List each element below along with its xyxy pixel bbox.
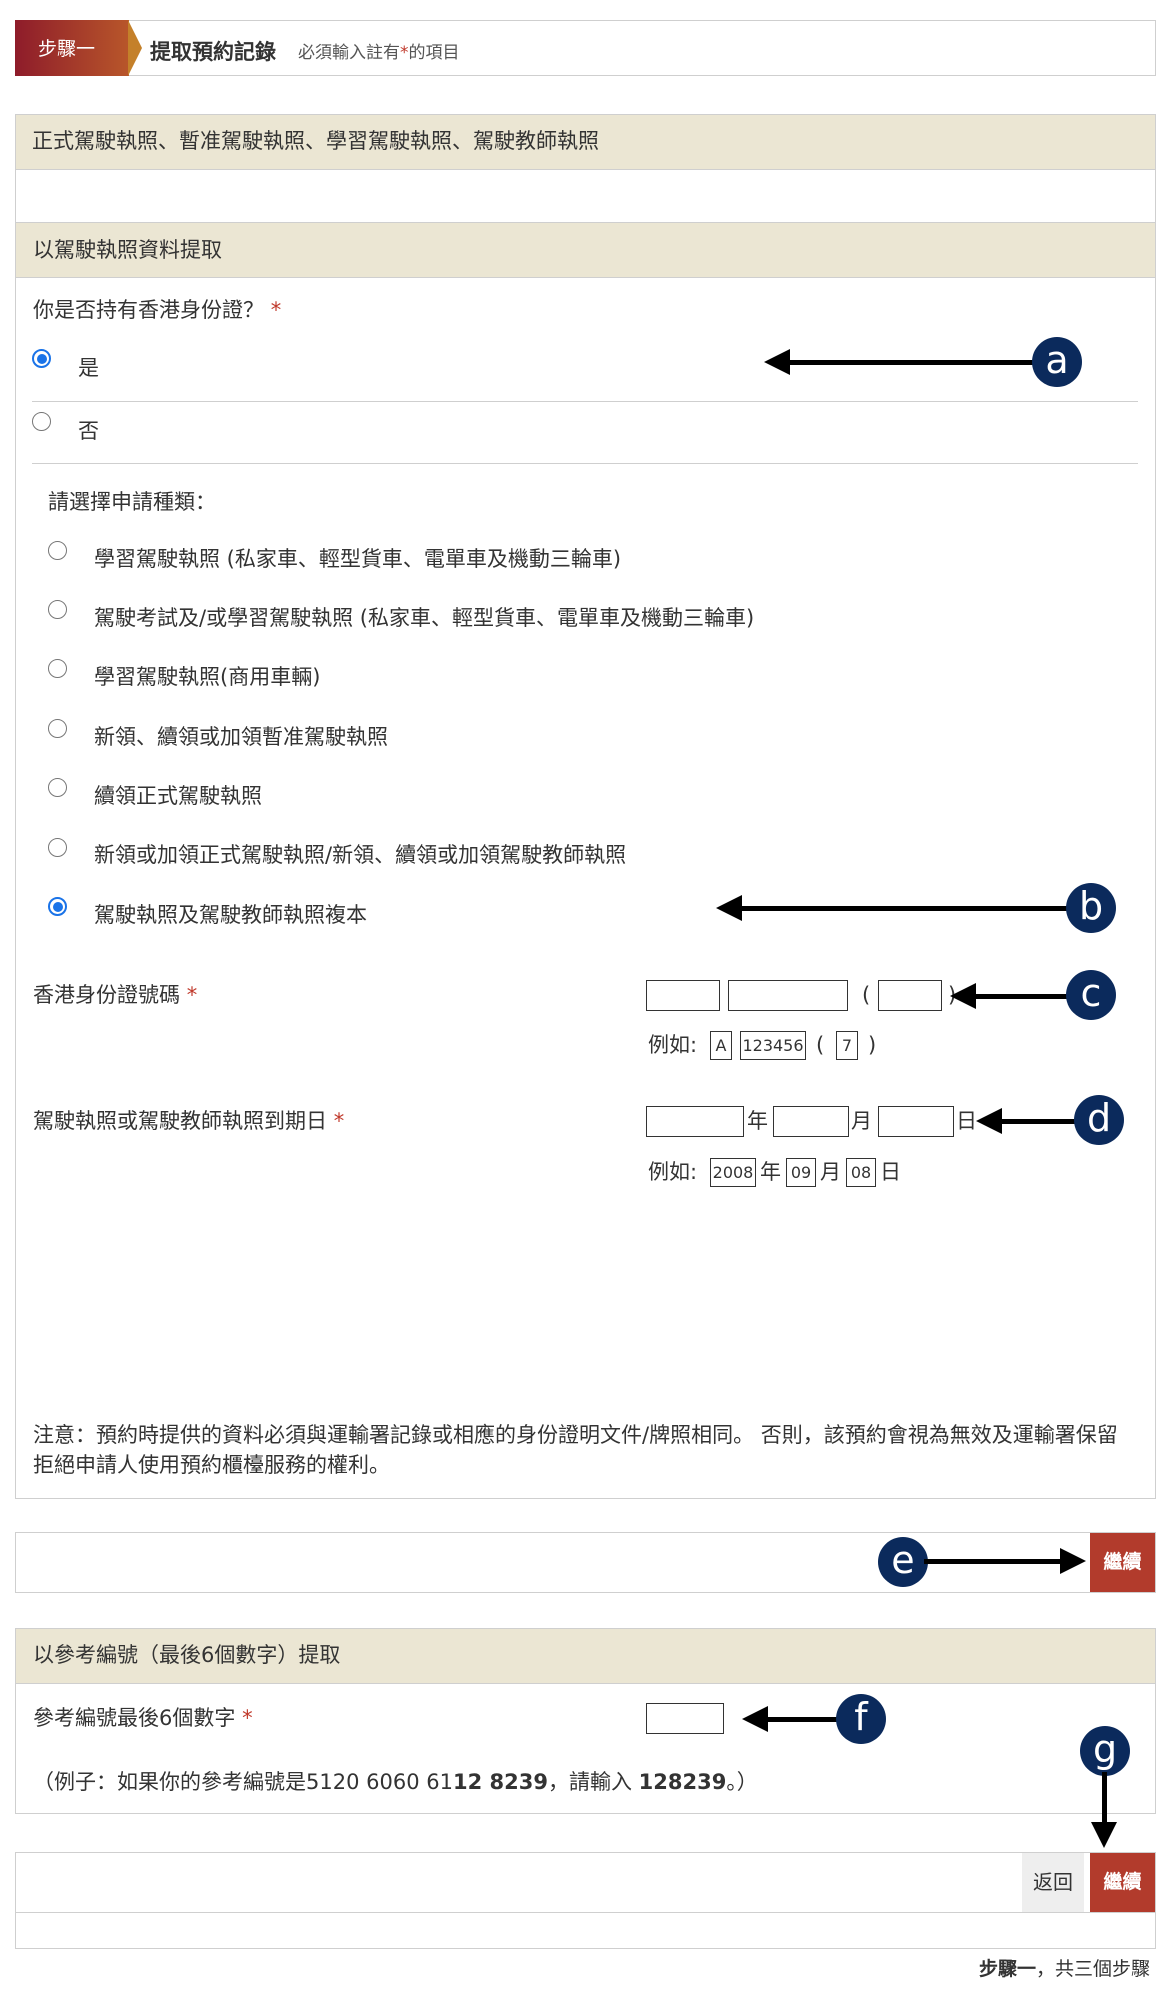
callout-f-arrowhead [742, 1706, 768, 1732]
licence-types-text: 正式駕駛執照、暫准駕駛執照、學習駕駛執照、駕駛教師執照 [32, 129, 599, 153]
callout-e-arrowhead [1060, 1548, 1086, 1574]
step-badge [15, 20, 129, 76]
callout-d-line [1000, 1119, 1080, 1124]
required-note: 必須輸入註有*的項目 [298, 43, 460, 63]
hkid-example-check: 7 [836, 1031, 858, 1060]
app-type-label-4: 新領、續領或加領暫准駕駛執照 [94, 725, 388, 749]
reference-section-title: 以參考編號（最後6個數字）提取 [33, 1643, 341, 1667]
hkid-yes-label: 是 [78, 356, 99, 380]
app-type-label-7: 駕駛執照及駕駛教師執照複本 [94, 903, 367, 927]
hkid-yes-radio[interactable] [32, 349, 51, 368]
callout-e: e [878, 1537, 928, 1587]
callout-a-line [788, 360, 1048, 365]
licence-types-banner [15, 114, 1156, 170]
expiry-example-prefix: 例如: [648, 1160, 698, 1184]
hkid-digits-input[interactable] [728, 980, 848, 1011]
callout-c-line [974, 994, 1074, 999]
hkid-check-input[interactable] [878, 980, 942, 1011]
reference-input[interactable] [646, 1703, 724, 1734]
hkid-open-paren: ( [862, 983, 871, 1007]
reference-section-body [15, 1684, 1156, 1814]
continue-button[interactable]: 繼續 [1090, 1533, 1155, 1592]
app-type-radio-2[interactable] [48, 600, 67, 619]
app-type-label-3: 學習駕駛執照(商用車輛) [94, 665, 321, 689]
app-type-radio-5[interactable] [48, 778, 67, 797]
reference-field-label: 參考編號最後6個數字 * [33, 1706, 253, 1730]
expiry-example-month-unit: 月 [820, 1160, 841, 1184]
licence-section-header [16, 223, 1155, 278]
app-type-radio-7[interactable] [48, 897, 67, 916]
expiry-month-unit: 月 [851, 1109, 872, 1133]
licence-section [15, 222, 1156, 1499]
back-button[interactable]: 返回 [1022, 1853, 1084, 1912]
expiry-example-day-unit: 日 [880, 1160, 901, 1184]
reference-continue-bar [15, 1852, 1156, 1913]
application-type-label: 請選擇申請種類： [48, 490, 216, 514]
callout-b: b [1066, 883, 1116, 933]
notice-text: 注意：預約時提供的資料必須與運輸署記錄或相應的身份證明文件/牌照相同。 否則，該… [33, 1423, 1118, 1477]
reference-example: （例子：如果你的參考編號是5120 6060 6112 8239，請輸入 128… [33, 1770, 758, 1794]
hkid-example-prefix: 例如: [648, 1033, 698, 1057]
expiry-year-unit: 年 [747, 1109, 768, 1133]
hkid-number-label: 香港身份證號碼 * [33, 983, 198, 1007]
hkid-letter-input[interactable] [646, 980, 720, 1011]
app-type-label-5: 續領正式駕駛執照 [94, 784, 262, 808]
callout-c-arrowhead [950, 983, 976, 1009]
callout-a-arrowhead [764, 349, 790, 375]
expiry-day-unit: 日 [956, 1109, 977, 1133]
hkid-no-radio[interactable] [32, 412, 51, 431]
app-type-radio-3[interactable] [48, 659, 67, 678]
callout-f-line [766, 1717, 842, 1722]
callout-g: g [1080, 1726, 1130, 1776]
callout-a: a [1032, 337, 1082, 387]
expiry-example-month: 09 [786, 1158, 816, 1187]
reference-continue-button[interactable]: 繼續 [1090, 1853, 1155, 1912]
expiry-example-day: 08 [846, 1158, 876, 1187]
callout-d-arrowhead [976, 1108, 1002, 1134]
expiry-example-year-unit: 年 [760, 1160, 781, 1184]
app-type-radio-4[interactable] [48, 719, 67, 738]
callout-b-arrowhead [716, 895, 742, 921]
callout-c: c [1066, 970, 1116, 1020]
callout-f: f [836, 1694, 886, 1744]
hkid-question: 你是否持有香港身份證？ * [33, 298, 282, 322]
hkid-example-letter: A [710, 1031, 732, 1060]
app-type-label-6: 新領或加領正式駕駛執照/新領、續領或加領駕駛教師執照 [94, 843, 627, 867]
divider [32, 401, 1138, 402]
hkid-example-close-paren: ) [868, 1033, 877, 1057]
callout-g-line [1102, 1772, 1107, 1828]
expiry-day-input[interactable] [878, 1106, 954, 1137]
step-badge-arrow [128, 20, 142, 76]
divider [32, 463, 1138, 464]
app-type-label-2: 駕駛考試及/或學習駕駛執照 (私家車、輕型貨車、電單車及機動三輪車) [94, 606, 755, 630]
callout-b-line [740, 906, 1080, 911]
app-type-label-1: 學習駕駛執照 (私家車、輕型貨車、電單車及機動三輪車) [94, 547, 622, 571]
callout-g-arrowhead [1091, 1822, 1117, 1848]
app-type-radio-1[interactable] [48, 541, 67, 560]
app-type-radio-6[interactable] [48, 838, 67, 857]
expiry-example-year: 2008 [710, 1158, 756, 1187]
hkid-no-label: 否 [78, 419, 99, 443]
reference-section-header [15, 1628, 1156, 1684]
callout-d: d [1074, 1095, 1124, 1145]
licence-section-title: 以駕駛執照資料提取 [33, 238, 222, 262]
hkid-example-open-paren: ( [816, 1033, 825, 1057]
expiry-month-input[interactable] [773, 1106, 849, 1137]
spacer-row [15, 170, 1156, 222]
callout-e-line [924, 1559, 1064, 1564]
continue-bar [15, 1532, 1156, 1593]
step-badge-label: 步驟一 [38, 38, 96, 60]
step-title: 提取預約記錄 [150, 40, 276, 64]
expiry-label: 駕駛執照或駕駛教師執照到期日 * [33, 1109, 345, 1133]
hkid-example-digits: 123456 [740, 1031, 806, 1060]
step-progress: 步驟一，共三個步驟 [978, 1958, 1150, 1980]
expiry-year-input[interactable] [646, 1106, 744, 1137]
spacer-row [15, 1913, 1156, 1949]
